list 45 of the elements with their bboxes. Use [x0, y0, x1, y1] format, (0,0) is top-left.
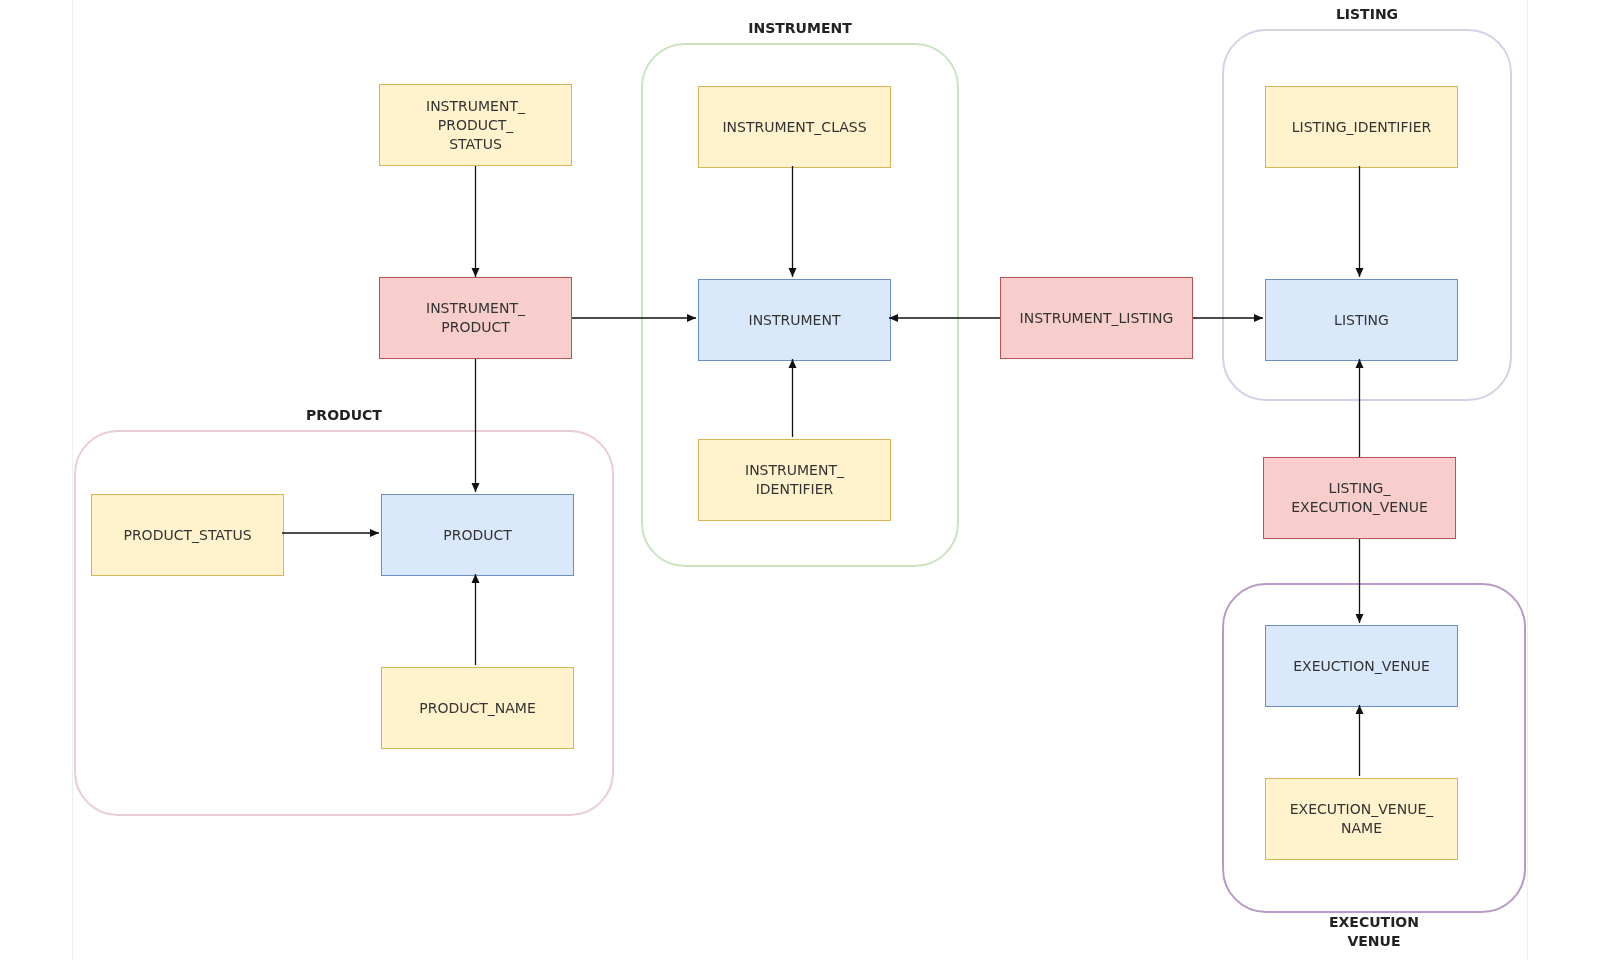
box-label: INSTRUMENT_CLASS [722, 117, 867, 137]
attribute-box [1265, 778, 1458, 860]
group-title: INSTRUMENT [747, 19, 853, 38]
box-label: INSTRUMENT_ PRODUCT [426, 299, 525, 337]
box-label: EXEUCTION_VENUE [1293, 656, 1430, 676]
entity-box [698, 279, 891, 361]
box-label: LISTING [1334, 310, 1389, 330]
arrow [1355, 538, 1364, 624]
arrow [1355, 165, 1364, 278]
link-box [1000, 277, 1193, 359]
attribute-box [91, 494, 284, 576]
attribute-box [698, 86, 891, 168]
attribute-box [1265, 86, 1458, 168]
arrow [1355, 358, 1364, 458]
attribute-box [379, 84, 572, 166]
box-label: PRODUCT_NAME [419, 698, 536, 718]
box-label: INSTRUMENT_ IDENTIFIER [745, 461, 844, 499]
box-label: LISTING_ EXECUTION_VENUE [1291, 479, 1428, 517]
arrow [1355, 704, 1364, 777]
arrow [471, 165, 480, 278]
arrow [1192, 314, 1264, 322]
entity-box [1265, 279, 1458, 361]
arrow [788, 165, 797, 278]
box-label: PRODUCT_STATUS [123, 525, 252, 545]
arrow [788, 358, 797, 438]
box-label: LISTING_IDENTIFIER [1291, 117, 1432, 137]
box-label: PRODUCT [443, 525, 512, 545]
link-box [379, 277, 572, 359]
attribute-box [381, 667, 574, 749]
box-label: INSTRUMENT_LISTING [1019, 308, 1174, 328]
link-box [1263, 457, 1456, 539]
box-label: INSTRUMENT_ PRODUCT_ STATUS [426, 96, 525, 154]
arrow [281, 529, 380, 537]
entity-box [381, 494, 574, 576]
group-title: LISTING [1334, 5, 1400, 24]
arrow [571, 314, 697, 322]
group-title: EXECUTION VENUE [1328, 913, 1420, 951]
arrow [471, 358, 480, 493]
group-title: PRODUCT [305, 406, 383, 425]
box-label: EXECUTION_VENUE_ NAME [1289, 800, 1434, 838]
attribute-box [698, 439, 891, 521]
arrow [888, 314, 1001, 322]
entity-box [1265, 625, 1458, 707]
arrow [471, 573, 480, 666]
box-label: INSTRUMENT [748, 310, 841, 330]
